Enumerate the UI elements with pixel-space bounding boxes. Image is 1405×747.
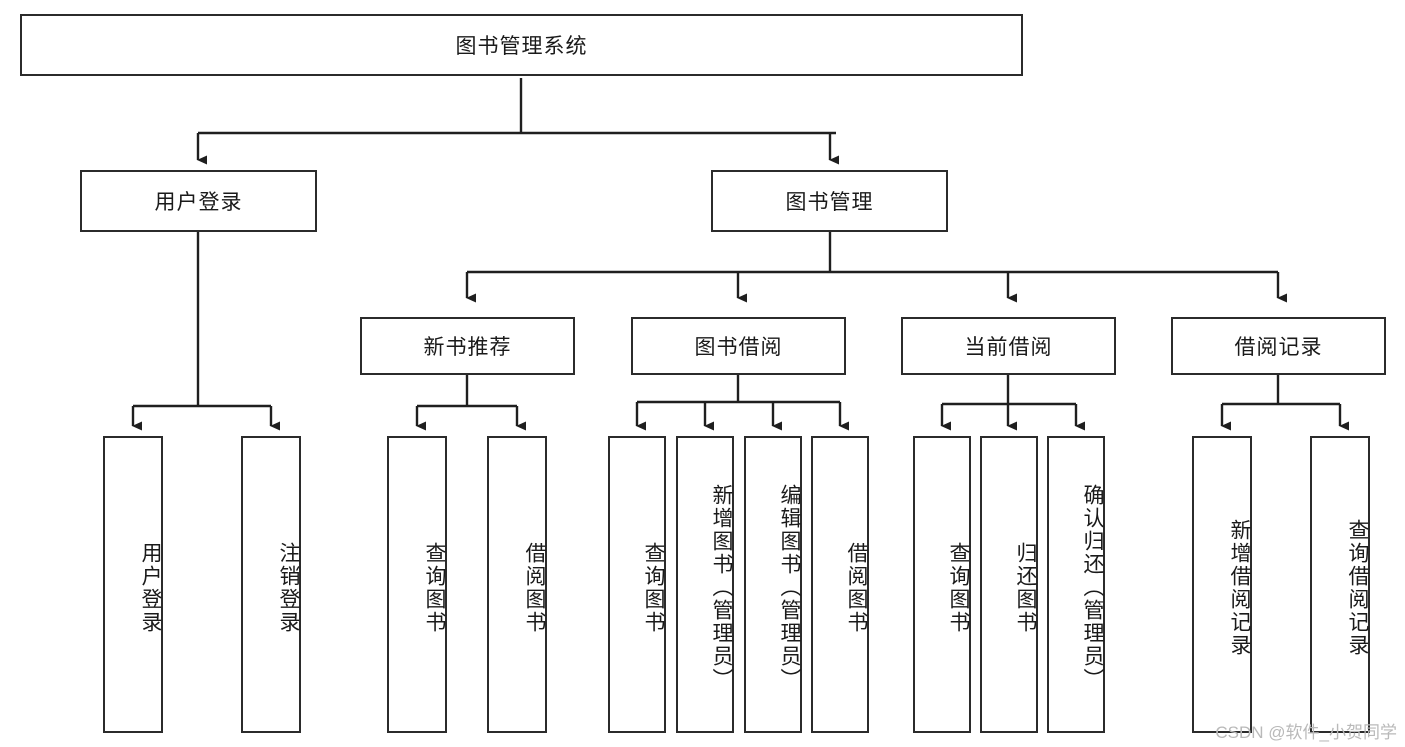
leaf-current-borrow-query[interactable]: 查询图书: [913, 436, 971, 733]
node-book-management[interactable]: 图书管理: [711, 170, 948, 232]
edge-group-new-book: [415, 375, 526, 431]
leaf-borrow-record-add[interactable]: 新增借阅记录: [1192, 436, 1252, 733]
node-root-system[interactable]: 图书管理系统: [20, 14, 1023, 76]
node-user-login[interactable]: 用户登录: [80, 170, 317, 232]
node-new-book-recommend[interactable]: 新书推荐: [360, 317, 575, 375]
node-label: 归还图书: [1014, 541, 1037, 634]
node-label: 图书管理系统: [455, 35, 588, 58]
leaf-current-borrow-confirm-return[interactable]: 确认归还（管理员）: [1047, 436, 1105, 733]
node-label: 用户登录: [139, 541, 162, 634]
node-label: 查询图书: [642, 541, 665, 634]
node-label: 新增借阅记录: [1228, 518, 1251, 657]
node-label: 查询图书: [947, 541, 970, 634]
node-label: 图书管理: [785, 191, 874, 214]
node-borrow-record[interactable]: 借阅记录: [1171, 317, 1386, 375]
leaf-user-login-logout[interactable]: 注销登录: [241, 436, 301, 733]
node-label: 当前借阅: [964, 336, 1053, 359]
leaf-current-borrow-return[interactable]: 归还图书: [980, 436, 1038, 733]
leaf-book-borrow-query[interactable]: 查询图书: [608, 436, 666, 733]
node-label: 确认归还（管理员）: [1081, 484, 1104, 691]
node-label: 注销登录: [277, 541, 300, 634]
node-book-borrow[interactable]: 图书借阅: [631, 317, 846, 375]
leaf-new-book-query[interactable]: 查询图书: [387, 436, 447, 733]
edge-group-user-login: [131, 232, 280, 431]
edge-group-book-management: [465, 232, 1287, 303]
edge-group-current-borrow: [940, 375, 1085, 431]
edge-group-book-borrow: [635, 375, 849, 431]
node-label: 新增图书（管理员）: [710, 484, 733, 691]
leaf-book-borrow-edit[interactable]: 编辑图书（管理员）: [744, 436, 802, 733]
node-label: 编辑图书（管理员）: [778, 484, 801, 691]
node-label: 用户登录: [154, 191, 243, 214]
node-label: 借阅图书: [845, 541, 868, 634]
leaf-borrow-record-query[interactable]: 查询借阅记录: [1310, 436, 1370, 733]
node-label: 借阅图书: [523, 541, 546, 634]
node-label: 借阅记录: [1234, 336, 1323, 359]
node-label: 查询借阅记录: [1346, 518, 1369, 657]
leaf-book-borrow-add[interactable]: 新增图书（管理员）: [676, 436, 734, 733]
node-label: 新书推荐: [423, 336, 512, 359]
leaf-book-borrow-borrow[interactable]: 借阅图书: [811, 436, 869, 733]
node-current-borrow[interactable]: 当前借阅: [901, 317, 1116, 375]
leaf-new-book-borrow[interactable]: 借阅图书: [487, 436, 547, 733]
node-label: 图书借阅: [694, 336, 783, 359]
leaf-user-login-login[interactable]: 用户登录: [103, 436, 163, 733]
edge-group-root: [196, 78, 839, 165]
edge-group-borrow-record: [1220, 375, 1349, 431]
csdn-watermark: CSDN @软件_小贺同学: [1215, 723, 1397, 742]
node-label: 查询图书: [423, 541, 446, 634]
